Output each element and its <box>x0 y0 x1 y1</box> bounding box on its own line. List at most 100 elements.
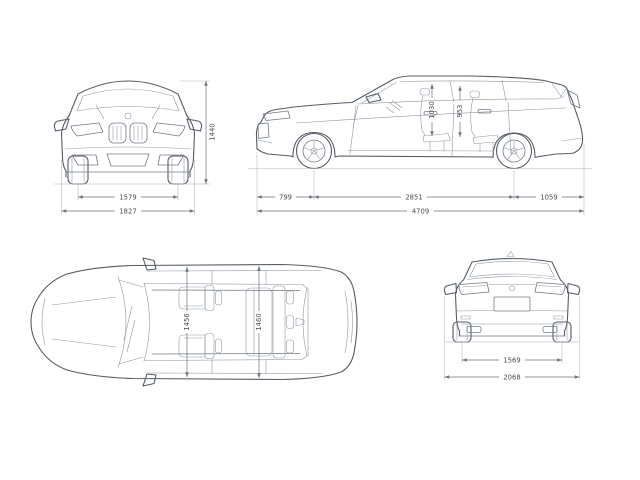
top-rear-bench-back <box>272 285 286 359</box>
side-beltline <box>357 96 565 105</box>
rear-dimensions: 1569 2068 <box>444 296 580 382</box>
rear-taillight-right <box>534 282 566 295</box>
top-tailgate-arc <box>344 290 349 354</box>
side-b-pillar <box>449 80 455 103</box>
top-roof-rails <box>151 289 301 355</box>
rear-mirror-left <box>443 282 458 296</box>
dim-label-rear-track: 1569 <box>503 357 520 365</box>
dim-label-front-overhang: 799 <box>279 194 292 202</box>
side-roof-inner-line <box>399 80 545 83</box>
side-dashboard <box>352 105 359 128</box>
top-rear-window-arc <box>302 287 308 357</box>
dim-side-rear-headroom: 953 <box>456 86 464 137</box>
rear-roundel-badge <box>509 285 515 292</box>
dim-label-wheelbase: 2851 <box>405 194 422 202</box>
side-taillight <box>566 89 581 109</box>
rear-taillight-left <box>458 282 490 295</box>
dim-label-front-height: 1440 <box>209 123 217 140</box>
top-windshield-base-arc <box>117 276 127 368</box>
rear-window <box>469 260 555 278</box>
top-hood-creases <box>51 296 117 348</box>
dim-label-front-interior-width: 1456 <box>183 313 191 330</box>
side-mirror <box>365 92 382 104</box>
top-front-seat-left-headrest <box>215 290 222 306</box>
front-kidney-grille-left <box>108 122 127 144</box>
rear-spoiler-edge <box>466 276 558 280</box>
front-bumper-crease <box>64 146 192 150</box>
rear-reflector-right <box>553 315 564 320</box>
front-car-drawing <box>53 80 203 185</box>
side-front-headrest <box>419 88 430 96</box>
dim-label-front-overall-width: 1827 <box>119 208 136 216</box>
dim-label-front-track: 1579 <box>119 194 136 202</box>
dim-label-rear-interior-width: 1460 <box>255 313 263 330</box>
front-a-pillars <box>68 93 188 117</box>
side-front-seatback <box>420 95 426 137</box>
front-headlight-right <box>152 122 186 137</box>
front-center-intake <box>106 153 150 167</box>
dim-side-rear-overhang: 1059 <box>514 192 584 202</box>
front-headlight-left <box>70 122 104 137</box>
front-hood-creases <box>95 104 161 120</box>
side-steering-wheel <box>385 100 403 114</box>
top-front-seat-left-back <box>204 285 215 311</box>
front-roundel-badge <box>124 112 132 120</box>
rear-mirror-right <box>566 282 581 296</box>
side-headlight <box>262 110 291 121</box>
top-body-outline <box>30 263 358 381</box>
dim-rear-track: 1569 <box>461 342 563 365</box>
front-left-wheel <box>67 155 89 185</box>
dim-label-rear-headroom: 953 <box>456 105 464 118</box>
dim-front-height: 1440 <box>180 80 217 185</box>
side-front-seat-cushion <box>422 133 451 152</box>
top-wipers <box>123 305 136 353</box>
rear-shark-fin <box>506 251 515 257</box>
top-car-drawing <box>30 257 358 387</box>
dim-side-front-overhang: 799 <box>257 192 314 202</box>
dim-top-front-interior-width: 1456 <box>183 267 191 377</box>
front-right-wheel <box>167 155 189 185</box>
side-kidney-grille <box>257 122 270 139</box>
top-windshield-top-arc <box>143 282 150 362</box>
side-rear-headrest <box>469 90 480 98</box>
front-kidney-grille-right <box>129 122 148 144</box>
dim-side-front-headroom: 1030 <box>428 84 436 136</box>
top-rear-bumper-crease <box>350 300 353 344</box>
side-sill-line <box>347 150 495 152</box>
side-front-spokes <box>303 140 325 160</box>
dim-side-overall-length: 4709 <box>257 206 584 216</box>
dim-label-rear-width-incl-mirrors: 2068 <box>503 374 520 382</box>
dim-label-front-headroom: 1030 <box>428 101 436 118</box>
top-shark-fin <box>295 317 305 327</box>
side-rear-seatback <box>470 98 476 138</box>
front-side-intakes <box>71 154 185 166</box>
side-front-rim <box>302 139 326 163</box>
side-dimensions: 1030 953 799 2851 1059 <box>256 84 585 216</box>
side-extension-lines <box>256 143 585 215</box>
side-rear-door-handle <box>477 109 492 114</box>
rear-view: 1569 2068 <box>443 251 581 382</box>
top-roof-edges <box>143 283 308 361</box>
front-mirror-right <box>186 118 203 132</box>
top-a-pillars <box>118 279 144 365</box>
top-dimensions: 1456 1460 <box>183 266 263 378</box>
front-wheel-tread-lines <box>71 157 185 183</box>
rear-reflector-left <box>460 315 471 320</box>
side-rear-rim <box>502 139 526 163</box>
side-c-pillar <box>501 79 507 102</box>
dim-label-overall-length: 4709 <box>412 208 429 216</box>
rear-roof-outline <box>471 257 553 263</box>
top-view: 1456 1460 <box>30 257 358 387</box>
dim-front-overall-width: 1827 <box>61 160 195 216</box>
top-front-bumper-crease <box>41 298 46 346</box>
top-pillar-ticks <box>211 270 267 374</box>
front-grille-bars <box>112 125 143 141</box>
front-body-sides <box>60 115 196 178</box>
rear-license-plate <box>493 296 531 312</box>
dim-side-wheelbase: 2851 <box>314 192 514 202</box>
rear-exhaust-right <box>542 326 558 333</box>
front-roof-outline <box>77 80 179 95</box>
front-dimensions: 1440 1579 1827 <box>61 80 217 216</box>
